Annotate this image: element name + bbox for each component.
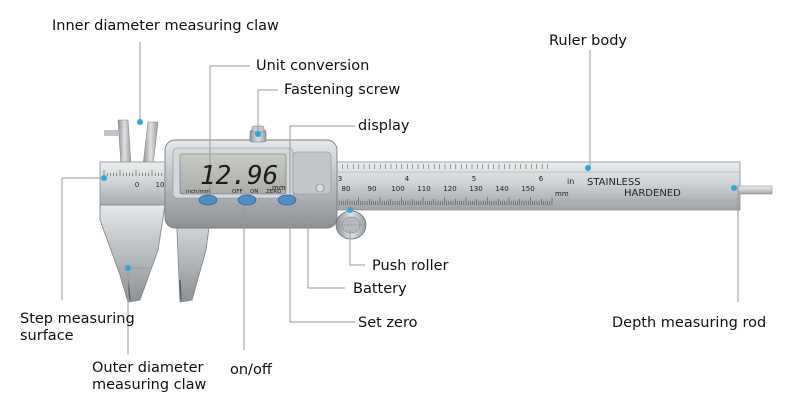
mm-scale-left: 0 10 <box>135 181 165 189</box>
scale-number: 110 <box>417 185 430 193</box>
label-inner-diameter-claw: Inner diameter measuring claw <box>52 18 279 34</box>
scale-number: 4 <box>405 175 410 183</box>
scale-number: 6 <box>539 175 544 183</box>
scale-number: 120 <box>443 185 456 193</box>
label-battery: Battery <box>353 281 407 297</box>
scale-number: 0 <box>135 181 139 189</box>
push-roller <box>335 210 367 240</box>
label-depth-measuring-rod: Depth measuring rod <box>612 315 767 331</box>
label-unit-conversion: Unit conversion <box>256 58 370 74</box>
inch-scale: 3 4 5 6 <box>338 175 544 183</box>
scale-number: 80 <box>342 185 351 193</box>
scale-number: 100 <box>391 185 404 193</box>
mm-scale-right: 80 90 100 110 120 130 140 150 <box>342 185 535 193</box>
label-outer-line1: Outer diameter <box>92 360 204 376</box>
button-label-on: ON <box>250 189 258 195</box>
label-ruler-body: Ruler body <box>549 33 627 49</box>
label-display: display <box>358 118 410 134</box>
set-zero-button[interactable] <box>277 194 297 206</box>
scale-number: 3 <box>338 175 342 183</box>
scale-number: 150 <box>521 185 534 193</box>
ruler-ticks <box>103 164 553 205</box>
depth-rod <box>737 185 773 195</box>
button-label-off: OFF <box>232 189 243 195</box>
ruler-text-hardened: HARDENED <box>624 188 681 199</box>
label-fastening-screw: Fastening screw <box>284 82 401 98</box>
scale-number: 140 <box>495 185 508 193</box>
scale-number: 10 <box>156 181 165 189</box>
display-unit: mm <box>272 184 286 192</box>
button-label-inch-mm: inch/mm <box>186 189 210 195</box>
mm-unit-label: mm <box>555 190 569 198</box>
control-buttons <box>198 194 297 206</box>
inner-diameter-claw <box>104 119 159 166</box>
label-step-line1: Step measuring <box>20 311 135 327</box>
label-step-measuring-surface: Step measuring surface <box>20 311 135 345</box>
scale-number: 130 <box>469 185 482 193</box>
on-off-button[interactable] <box>237 194 257 206</box>
label-step-line2: surface <box>20 328 74 344</box>
slider-head <box>164 139 338 229</box>
ruler-text-stainless: STAINLESS <box>587 177 641 188</box>
lcd-display <box>179 153 287 195</box>
unit-conversion-button[interactable] <box>198 194 218 206</box>
inch-unit-label: in <box>567 177 574 186</box>
scale-number: 5 <box>472 175 476 183</box>
label-push-roller: Push roller <box>372 258 449 274</box>
label-on-off: on/off <box>230 362 272 378</box>
display-reading: 12.96 <box>200 161 278 191</box>
label-outer-diameter-claw: Outer diameter measuring claw <box>92 360 206 394</box>
label-set-zero: Set zero <box>358 315 418 331</box>
button-label-zero: ZERO <box>266 189 282 195</box>
scale-number: 90 <box>368 185 377 193</box>
leader-lines <box>61 42 739 355</box>
label-outer-line2: measuring claw <box>92 377 207 393</box>
